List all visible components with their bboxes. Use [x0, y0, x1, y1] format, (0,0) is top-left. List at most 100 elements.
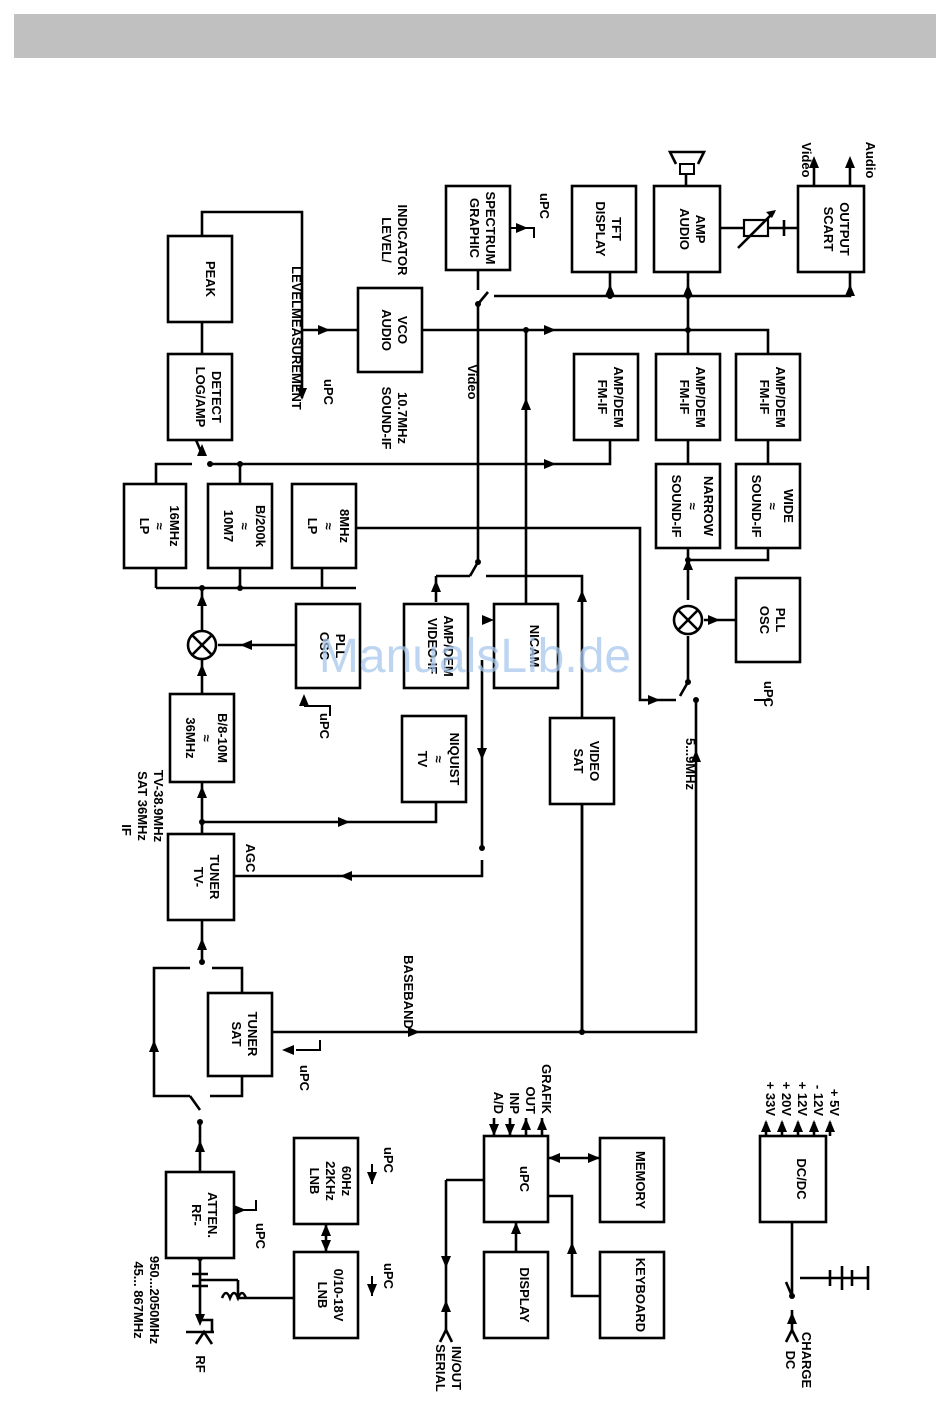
svg-text:60Hz: 60Hz	[339, 1166, 354, 1197]
svg-text:≈: ≈	[765, 502, 780, 509]
block-display: DISPLAY	[482, 1250, 550, 1340]
svg-text:16MHz: 16MHz	[167, 505, 182, 547]
svg-text:FM-IF: FM-IF	[677, 380, 692, 415]
svg-text:8MHz: 8MHz	[337, 509, 352, 543]
block-lp-8mhz: LP ≈ 8MHz	[290, 482, 358, 570]
svg-text:22KHz: 22KHz	[323, 1161, 338, 1201]
label-levelmeasurement: LEVELMEASUREMENT	[289, 266, 304, 410]
svg-text:VIDEO-IF: VIDEO-IF	[425, 618, 440, 674]
label-if-2: SAT 36MHz	[135, 771, 150, 841]
label-upc-inp: INP	[507, 1092, 522, 1114]
label-level-upc: uPC	[321, 379, 336, 406]
svg-text:AUDIO: AUDIO	[379, 309, 394, 351]
svg-text:10M7: 10M7	[221, 510, 236, 543]
svg-text:OSC: OSC	[317, 632, 332, 661]
diagram-labels: RF 45... 867MHz 950...2050MHz IF SAT 36M…	[119, 142, 878, 1392]
svg-text:B/200k: B/200k	[253, 505, 268, 548]
component-symbols	[192, 150, 870, 1345]
block-sound-if-wide: SOUND-IF ≈ WIDE	[734, 462, 802, 550]
svg-text:≈: ≈	[431, 755, 446, 762]
svg-text:AMP/DEM: AMP/DEM	[441, 615, 456, 676]
svg-text:AMP/DEM: AMP/DEM	[693, 366, 708, 427]
block-tv-niquist: TV ≈ NIQUIST	[400, 714, 468, 804]
svg-text:SCART: SCART	[821, 207, 836, 252]
block-lp-16mhz: LP ≈ 16MHz	[122, 482, 188, 570]
svg-text:TV-: TV-	[191, 867, 206, 887]
svg-text:SOUND-IF: SOUND-IF	[669, 475, 684, 538]
svg-text:B/8-10M: B/8-10M	[215, 713, 230, 763]
label-if-3: TV-38.9MHz	[151, 770, 166, 843]
mixer-symbols	[186, 604, 704, 661]
svg-text:AMP/DEM: AMP/DEM	[611, 366, 626, 427]
label-pll1-upc: uPC	[317, 713, 332, 740]
block-audio-vco: AUDIO VCO	[356, 286, 424, 374]
arrow-heads	[149, 156, 855, 1326]
block-upc: uPC	[482, 1134, 550, 1224]
svg-text:SPECTRUM: SPECTRUM	[483, 192, 498, 265]
watermark: ManualsLib.de	[319, 630, 631, 683]
svg-text:FM-IF: FM-IF	[757, 380, 772, 415]
svg-text:DISPLAY: DISPLAY	[517, 1267, 532, 1322]
serial-port-icon	[438, 1329, 454, 1343]
svg-text:NIQUIST: NIQUIST	[447, 733, 462, 786]
block-tv-tuner: TV- TUNER	[166, 832, 236, 922]
header-bar	[14, 14, 936, 58]
label-sound-if-1: SOUND-IF	[379, 387, 394, 450]
svg-text:PLL: PLL	[773, 608, 788, 633]
svg-text:TUNER: TUNER	[245, 1012, 260, 1057]
block-rf-atten: RF- ATTEN.	[164, 1170, 236, 1260]
block-nicam: NICAM	[492, 602, 560, 690]
svg-text:≈: ≈	[237, 522, 252, 529]
svg-text:≈: ≈	[685, 502, 700, 509]
svg-text:SAT: SAT	[229, 1021, 244, 1046]
svg-text:NARROW: NARROW	[701, 476, 716, 537]
svg-text:LOG/AMP: LOG/AMP	[193, 367, 208, 428]
signal-wires	[152, 162, 868, 1334]
block-display-tft: DISPLAY TFT	[570, 184, 638, 274]
label-lnb0-upc: uPC	[381, 1263, 396, 1290]
svg-text:≈: ≈	[321, 522, 336, 529]
svg-text:OUTPUT: OUTPUT	[837, 202, 852, 256]
svg-text:DC/DC: DC/DC	[794, 1158, 809, 1200]
label-serial-2: IN/OUT	[449, 1346, 464, 1390]
svg-text:36MHz: 36MHz	[183, 717, 198, 759]
svg-text:uPC: uPC	[517, 1166, 532, 1193]
label-rf: RF	[193, 1355, 208, 1372]
block-lnb-22khz: LNB 22KHz 60Hz	[292, 1136, 360, 1226]
label-upc-out: OUT	[523, 1087, 538, 1115]
svg-text:AMP/DEM: AMP/DEM	[773, 366, 788, 427]
block-osc-pll-2: OSC PLL	[734, 576, 802, 664]
label-rf-range-1: 45... 867MHz	[131, 1261, 146, 1339]
svg-text:TUNER: TUNER	[207, 855, 222, 900]
block-dc-dc: DC/DC	[758, 1134, 828, 1224]
label-voltage-12v: + 12V	[795, 1082, 810, 1117]
speaker-icon	[667, 150, 707, 175]
svg-text:PEAK: PEAK	[203, 261, 218, 298]
svg-text:SAT: SAT	[571, 748, 586, 773]
inductor-icon	[220, 1291, 248, 1302]
label-baseband: BASEBAND	[401, 955, 416, 1029]
svg-text:LNB: LNB	[315, 1282, 330, 1309]
block-peak: PEAK	[166, 234, 234, 324]
svg-text:TV: TV	[415, 751, 430, 768]
svg-text:NICAM: NICAM	[527, 625, 542, 668]
block-lnb-0-10-18v: LNB 0/10-18V	[292, 1250, 360, 1340]
block-memory: MEMORY	[598, 1136, 666, 1224]
block-36mhz-filter: 36MHz ≈ B/8-10M	[168, 692, 236, 784]
label-scart-audio: Audio	[863, 142, 878, 179]
label-serial-1: SERIAL	[433, 1344, 448, 1392]
svg-text:RF-: RF-	[189, 1204, 204, 1226]
svg-text:ATTEN.: ATTEN.	[205, 1192, 220, 1238]
block-log-amp-detect: LOG/AMP DETECT	[166, 352, 234, 442]
block-osc-pll-1: OSC PLL	[294, 602, 362, 690]
label-video: Video	[465, 364, 480, 399]
label-if-1: IF	[119, 824, 134, 836]
label-voltage-minus-12v: - 12V	[811, 1085, 826, 1116]
block-scart-output: SCART OUTPUT	[796, 184, 866, 274]
label-lnb22-upc: uPC	[381, 1147, 396, 1174]
svg-text:KEYBOARD: KEYBOARD	[633, 1258, 648, 1332]
svg-text:≈: ≈	[152, 522, 167, 529]
block-fm-if-3: FM-IF AMP/DEM	[734, 352, 802, 442]
label-dc-charge-2: CHARGE	[799, 1332, 814, 1389]
